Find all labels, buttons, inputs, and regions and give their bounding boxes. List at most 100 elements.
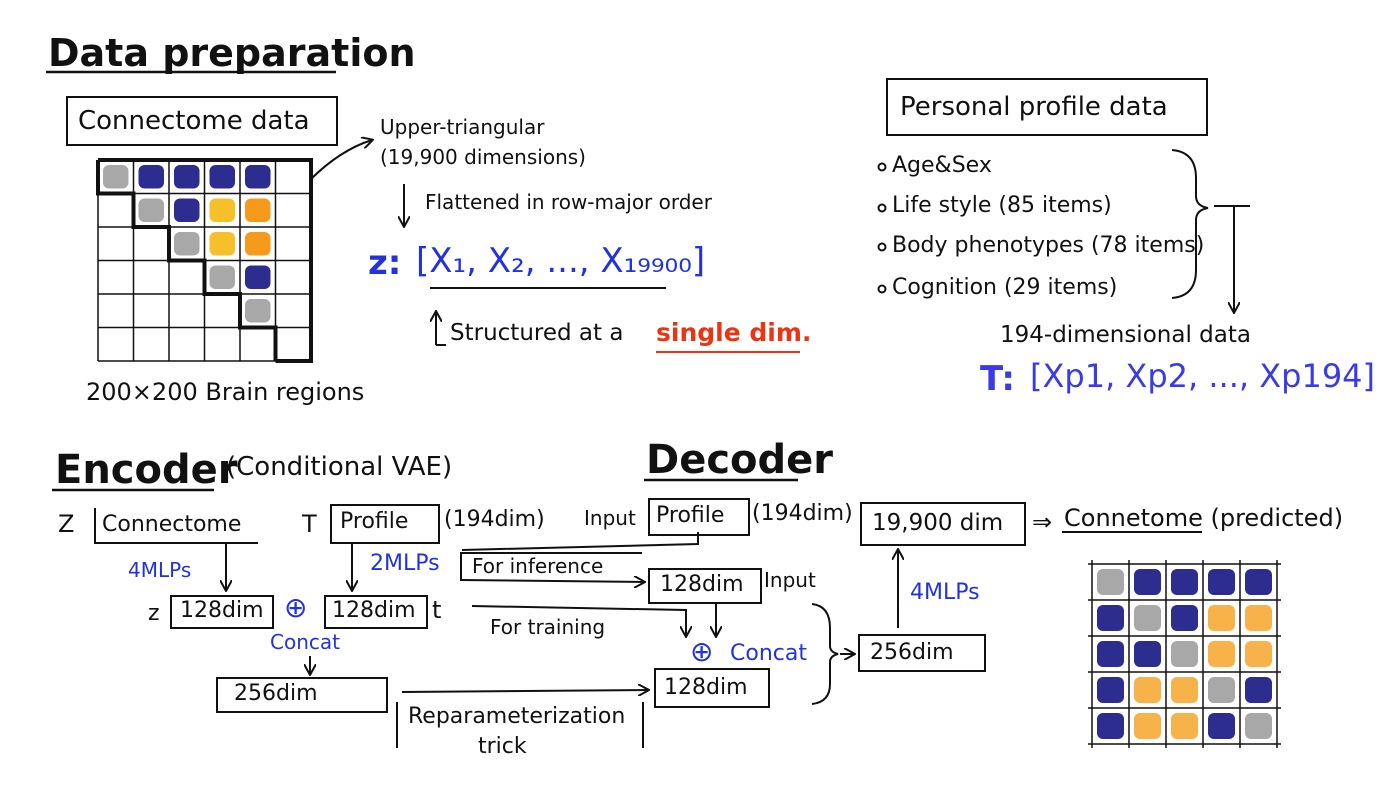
brain-regions-text: 200×200 Brain regions: [86, 378, 365, 406]
decoder-input-label: Input: [584, 506, 636, 530]
decoder-dim128-bottom: 128dim: [664, 675, 748, 700]
encoder-subtitle: (Conditional VAE): [226, 452, 453, 482]
decoder-title: Decoder: [646, 437, 834, 483]
input-cell: [245, 198, 271, 222]
input-cell: [174, 232, 200, 256]
output-arrow-icon: ⇒: [1032, 508, 1053, 536]
connectome-output-grid: [1088, 560, 1281, 748]
encoder-profile-dim: (194dim): [444, 507, 545, 532]
encoder-title: Encoder: [55, 447, 238, 493]
input-cell: [245, 265, 271, 289]
personal-profile-label: Personal profile data: [900, 92, 1168, 122]
output-cell: [1097, 641, 1124, 667]
input-cell: [245, 232, 271, 256]
z-vector: [X₁, X₂, ..., X₁₉₉₀₀]: [416, 241, 706, 281]
input-cell: [209, 265, 235, 289]
decoder-mlps: 4MLPs: [910, 580, 980, 605]
output-cell: [1245, 569, 1272, 595]
connectome-input-grid: [96, 158, 313, 363]
decoder-concat: Concat: [730, 641, 807, 666]
reparam-box: [396, 702, 644, 748]
output-cell: [1171, 641, 1198, 667]
encoder-mlps-right: 2MLPs: [370, 551, 440, 576]
encoder-dim128-left: 128dim: [180, 598, 264, 623]
output-cell: [1171, 605, 1198, 631]
for-inference-box: [460, 552, 642, 580]
input-cell: [138, 198, 164, 222]
output-cell: [1245, 641, 1272, 667]
t-vector-prefix: T:: [980, 359, 1015, 399]
decoder-dim19900-box: [860, 502, 1026, 546]
input-cell: [174, 165, 200, 189]
input-cell: [245, 299, 271, 323]
dimensions-text: (19,900 dimensions): [380, 145, 586, 169]
encoder-mlps-left: 4MLPs: [128, 558, 192, 582]
personal-profile-label-box: [886, 78, 1208, 136]
for-inference-text: For inference: [472, 554, 604, 578]
output-cell: [1097, 569, 1124, 595]
structured-text: Structured at a: [450, 320, 624, 346]
decoder-dim19900: 19,900 dim: [872, 510, 1004, 536]
encoder-dim128-left-box: [170, 595, 274, 629]
t-vector: [Xp1, Xp2, ..., Xp194]: [1030, 357, 1376, 395]
input-cell: [245, 165, 271, 189]
input-cell: [138, 165, 164, 189]
upper-triangular-text: Upper-triangular: [380, 115, 545, 139]
output-cell: [1245, 713, 1272, 739]
reparam-line2: trick: [478, 734, 527, 759]
encoder-dim128-right: 128dim: [332, 598, 416, 623]
output-cell: [1171, 677, 1198, 703]
output-cell: [1208, 677, 1235, 703]
input-cell: [103, 165, 129, 189]
single-dim-text: single dim.: [656, 318, 812, 347]
output-cell: [1245, 677, 1272, 703]
data-preparation-title: Data preparation: [48, 31, 416, 75]
flattened-text: Flattened in row-major order: [425, 190, 712, 214]
output-cell: [1097, 713, 1124, 739]
for-training-text: For training: [490, 615, 606, 639]
encoder-dim128-right-box: [324, 595, 428, 629]
decoder-profile-dim: (194dim): [752, 501, 853, 526]
output-cell: [1134, 569, 1161, 595]
input-cell: [209, 165, 235, 189]
encoder-oplus-icon: ⊕: [284, 591, 308, 624]
profile-item-age-sex: Age&Sex: [892, 153, 992, 178]
input-cell: [209, 198, 235, 222]
output-cell: [1208, 713, 1235, 739]
encoder-profile-label: Profile: [340, 509, 409, 534]
encoder-z-letter: Z: [58, 510, 75, 538]
z-vector-prefix: z:: [368, 243, 402, 283]
encoder-connectome-label: Connectome: [102, 512, 242, 537]
reparam-line1: Reparameterization: [408, 704, 626, 729]
input-cell: [209, 232, 235, 256]
decoder-dim128-bottom-box: [654, 668, 770, 708]
connectome-data-label-box: [66, 96, 338, 146]
decoder-dim256: 256dim: [870, 640, 954, 665]
output-cell: [1245, 605, 1272, 631]
output-cell: [1208, 641, 1235, 667]
output-cell: [1171, 569, 1198, 595]
output-cell: [1134, 677, 1161, 703]
input-cell: [174, 198, 200, 222]
output-cell: [1171, 713, 1198, 739]
profile-item-lifestyle: Life style (85 items): [892, 193, 1112, 218]
decoder-dim256-box: [858, 634, 986, 672]
decoder-oplus-icon: ⊕: [690, 635, 714, 668]
output-cell: [1097, 677, 1124, 703]
decoder-dim128-top-box: [648, 568, 762, 604]
output-label: Connetome (predicted): [1064, 504, 1344, 532]
encoder-profile-box: [330, 504, 440, 544]
encoder-t-small: t: [432, 596, 442, 624]
output-cell: [1134, 605, 1161, 631]
encoder-z-small: z: [148, 601, 160, 626]
profile-item-body: Body phenotypes (78 items): [892, 233, 1205, 258]
output-cell: [1134, 713, 1161, 739]
profile-item-cognition: Cognition (29 items): [892, 275, 1118, 300]
decoder-dim128-top: 128dim: [660, 572, 744, 597]
output-cell: [1097, 605, 1124, 631]
decoder-profile-label: Profile: [656, 503, 725, 528]
encoder-concat: Concat: [270, 630, 340, 654]
dimensional-data-text: 194-dimensional data: [1000, 322, 1251, 348]
output-cell: [1208, 605, 1235, 631]
